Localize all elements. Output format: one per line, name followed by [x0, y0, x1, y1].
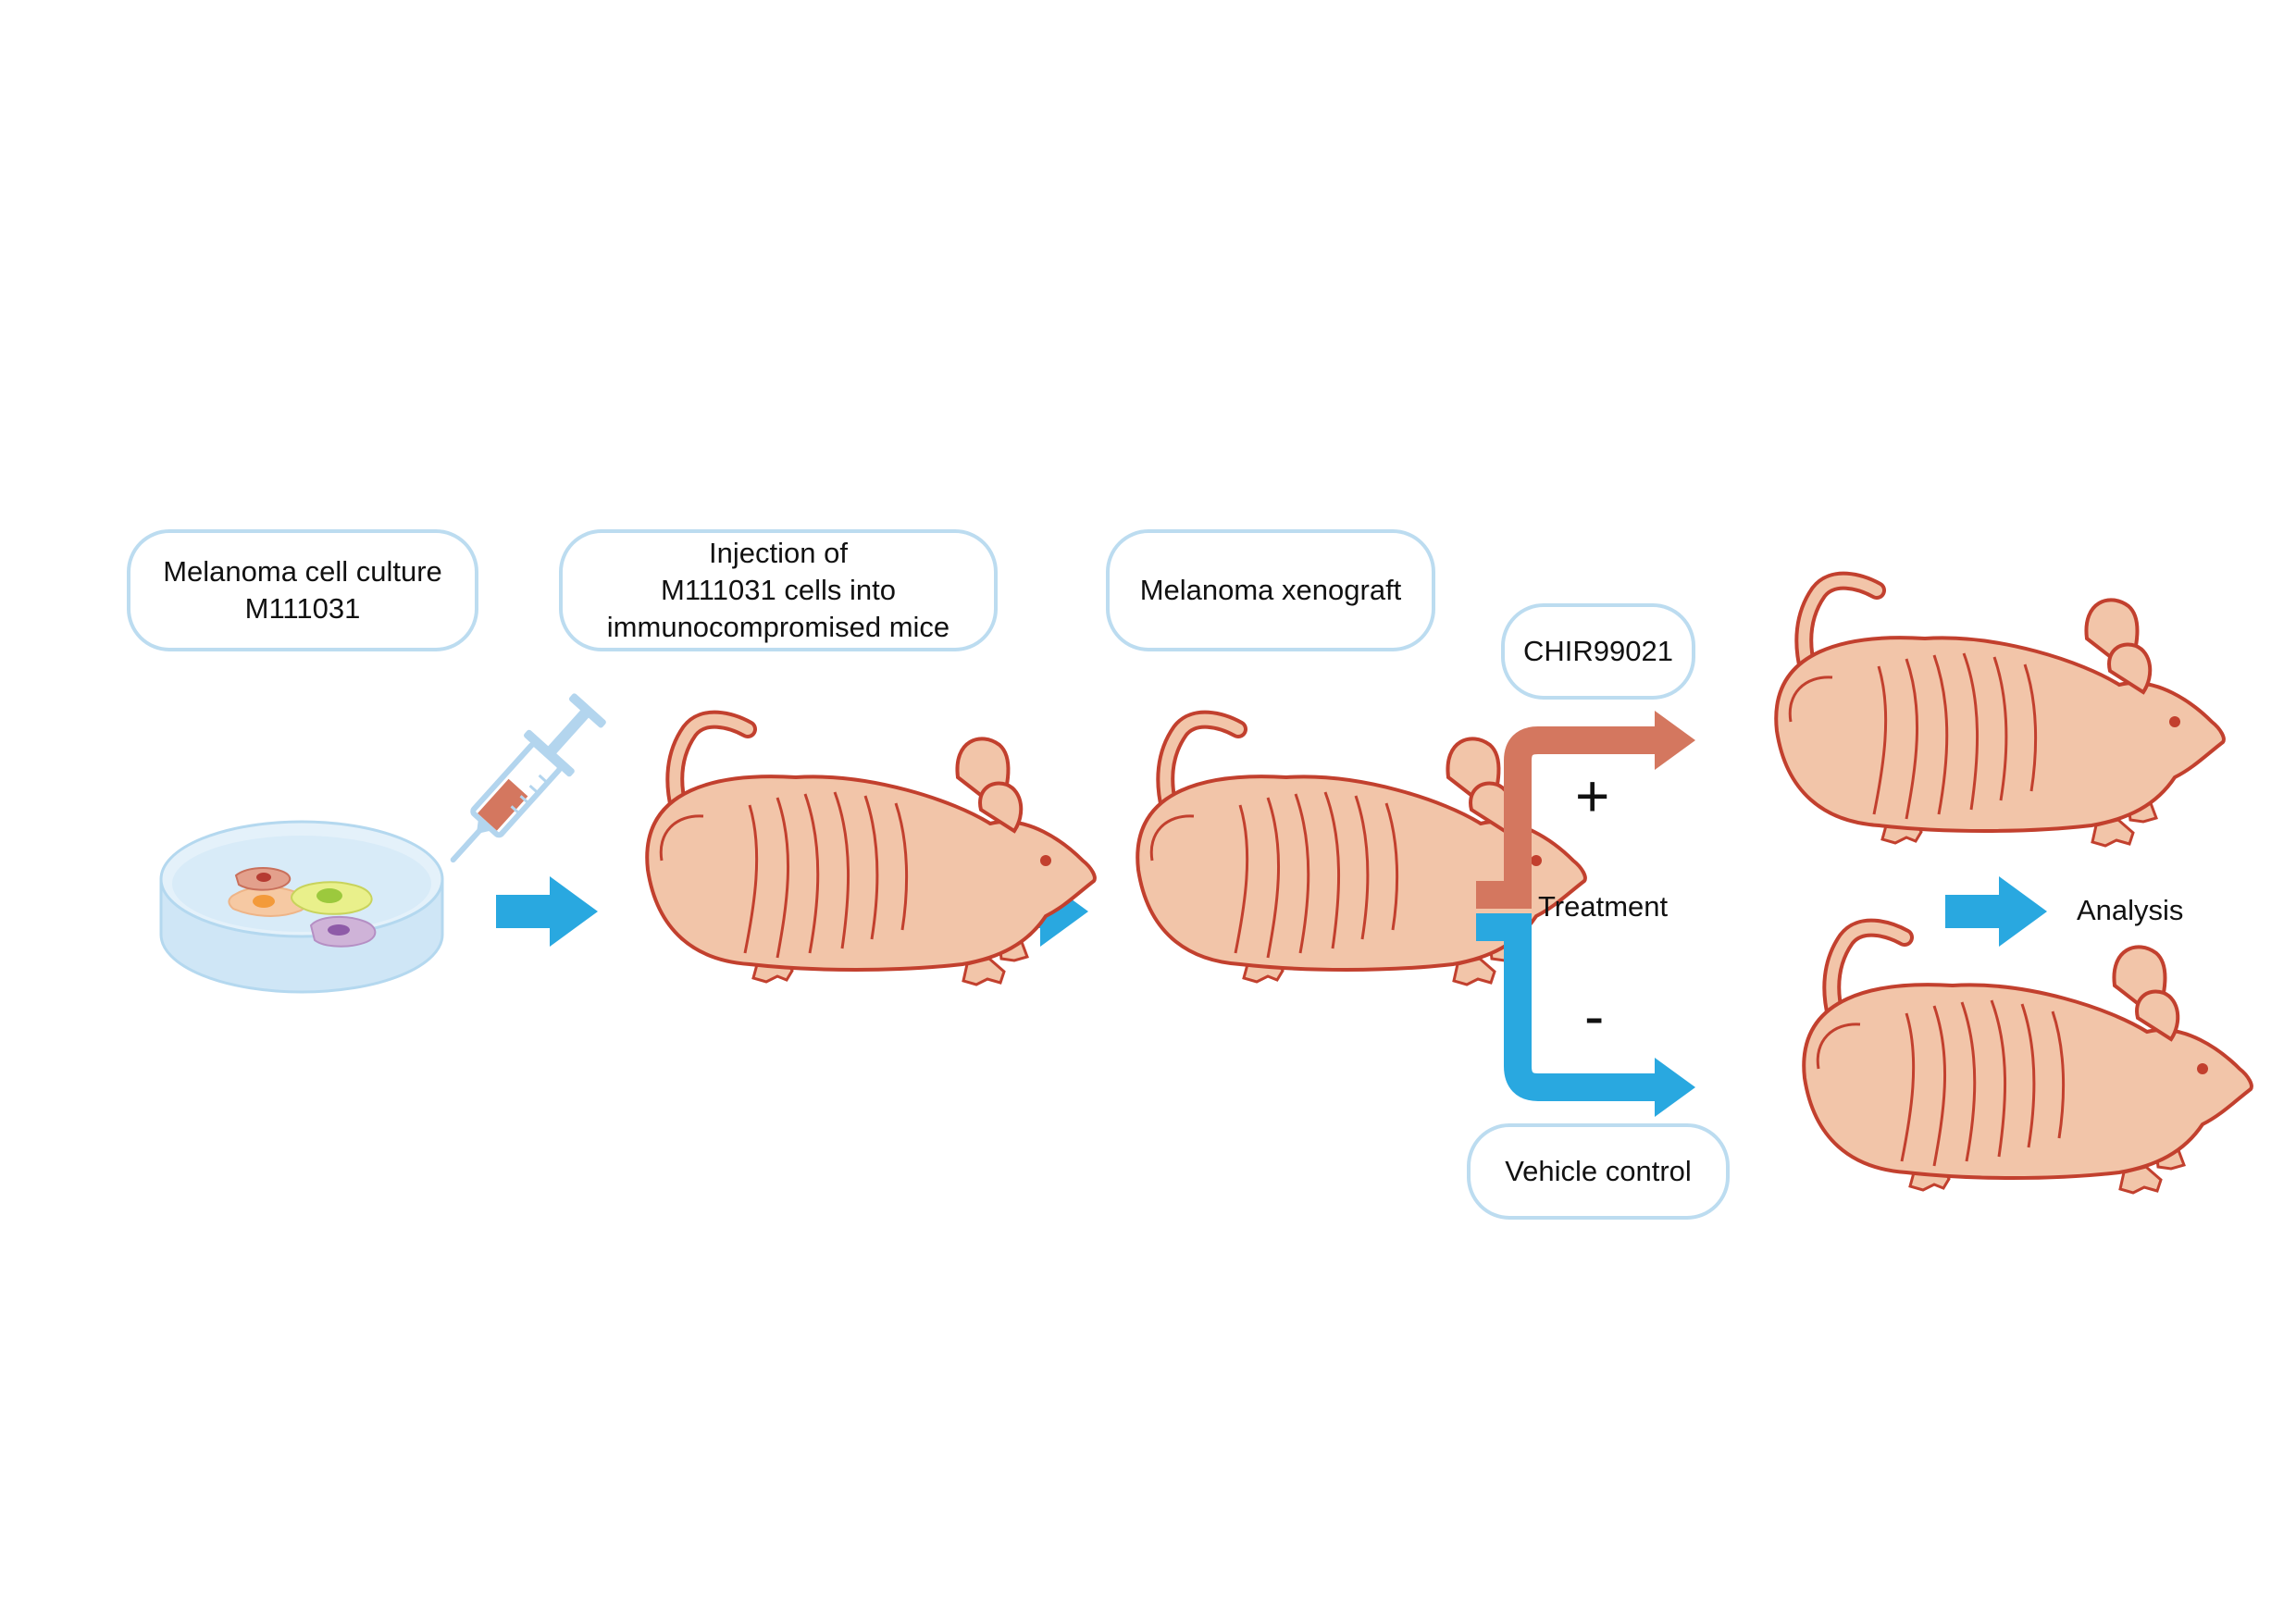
xenograft-title: Melanoma xenograft — [1139, 574, 1402, 606]
drug-name: CHIR99021 — [1523, 635, 1673, 667]
mouse-icon — [1776, 581, 2224, 846]
arrow-right-icon — [1945, 876, 2047, 947]
analysis-label: Analysis — [2077, 894, 2184, 926]
xenograft-step-box: Melanoma xenograft — [1106, 529, 1435, 651]
injection-line-1: Injection of — [709, 537, 848, 569]
culture-cell-line: M111031 — [244, 592, 361, 625]
injection-line-2: M111031 cells into — [661, 574, 896, 606]
arrow-right-icon — [496, 876, 598, 947]
control-branch-arrow — [1476, 913, 1695, 1117]
culture-title: Melanoma cell culture — [163, 555, 442, 588]
injection-step-box: Injection of M111031 cells into immunoco… — [559, 529, 998, 651]
mouse-icon — [1804, 928, 2252, 1193]
mouse-icon — [647, 720, 1095, 985]
control-label-box: Vehicle control — [1467, 1123, 1730, 1220]
petri-dish-icon — [159, 820, 444, 994]
syringe-icon — [450, 693, 606, 863]
control-name: Vehicle control — [1505, 1155, 1692, 1187]
treatment-branch-arrow — [1476, 711, 1695, 909]
injection-line-3: immunocompromised mice — [606, 611, 950, 643]
drug-label-box: CHIR99021 — [1501, 603, 1695, 700]
treatment-label: Treatment — [1538, 890, 1669, 923]
minus-sign: - — [1584, 983, 1605, 1049]
plus-sign: + — [1575, 762, 1610, 829]
culture-step-box: Melanoma cell culture M111031 — [127, 529, 478, 651]
